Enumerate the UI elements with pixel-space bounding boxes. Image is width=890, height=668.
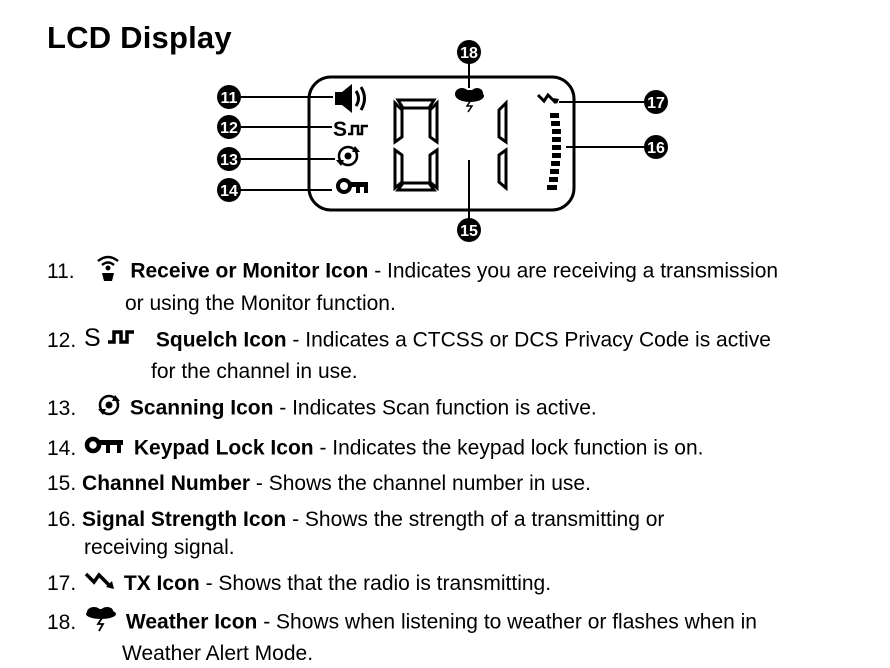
item-name: Keypad Lock Icon	[133, 436, 314, 460]
item-description: - Shows the channel number in use.	[250, 472, 591, 495]
list-item: 11. Receive or Monitor Icon - Indicates …	[47, 254, 867, 318]
tx-icon	[84, 570, 116, 598]
callout-17	[644, 90, 668, 114]
item-description: - Shows when listening to weather or fla…	[257, 611, 757, 634]
list-item: 13. Scanning Icon - Indicates Scan funct…	[47, 392, 867, 426]
channel-digit-1	[497, 99, 508, 192]
list-item: 14. Keypad Lock Icon - Indicates the key…	[47, 434, 867, 464]
callout-11-label: 11	[221, 90, 238, 107]
receive-monitor-icon	[94, 254, 122, 290]
lcd-diagram: S	[217, 40, 668, 242]
item-description-continued: or using the Monitor function.	[125, 292, 396, 315]
item-name: TX Icon	[123, 572, 200, 595]
weather-icon	[84, 606, 118, 640]
callout-18-label: 18	[460, 45, 478, 62]
item-number: 12.	[47, 328, 77, 352]
item-name: Weather Icon	[125, 611, 258, 634]
list-item: 18. Weather Icon - Shows when listening …	[47, 606, 867, 668]
item-number: 13.	[47, 396, 77, 420]
item-name: Signal Strength Icon	[82, 508, 287, 531]
callout-17-label: 17	[647, 95, 665, 112]
item-description-continued: Weather Alert Mode.	[122, 642, 314, 666]
squelch-icon: S	[333, 118, 368, 141]
item-name: Channel Number	[82, 472, 251, 495]
callout-14-label: 14	[220, 183, 238, 200]
item-number: 17.	[47, 572, 77, 595]
tx-icon	[536, 92, 559, 105]
item-description-continued: for the channel in use.	[151, 360, 358, 383]
callout-12-label: 12	[220, 120, 238, 137]
callout-15	[457, 218, 481, 242]
item-number: 14.	[47, 436, 77, 460]
list-item: 17. TX Icon - Shows that the radio is tr…	[47, 570, 867, 598]
scanning-icon	[96, 392, 122, 426]
item-number: 18.	[47, 611, 77, 634]
item-description-continued: receiving signal.	[84, 536, 235, 559]
callout-12	[217, 115, 241, 139]
item-description: - Indicates a CTCSS or DCS Privacy Code …	[286, 328, 771, 352]
callout-16-label: 16	[647, 140, 665, 157]
list-item: 16. Signal Strength Icon - Shows the str…	[47, 506, 867, 562]
item-description: - Shows that the radio is transmitting.	[199, 572, 552, 595]
list-item: 15. Channel Number - Shows the channel n…	[47, 470, 867, 498]
item-number: 16.	[47, 508, 77, 531]
item-name: Receive or Monitor Icon	[130, 259, 369, 283]
callout-13	[217, 147, 241, 171]
callout-markers: 11 12 13 14 15 16 17 18	[217, 40, 668, 242]
signal-strength-bars	[547, 113, 561, 190]
keypad-lock-icon	[84, 434, 126, 464]
callout-15-label: 15	[460, 223, 478, 240]
item-number: 15.	[47, 472, 77, 495]
callout-14	[217, 178, 241, 202]
page-title: LCD Display	[47, 20, 232, 55]
item-name: Scanning Icon	[129, 396, 274, 420]
item-description: - Shows the strength of a transmitting o…	[286, 508, 665, 531]
speaker-icon	[335, 84, 366, 113]
callout-11	[217, 85, 241, 109]
svg-text:S: S	[84, 324, 101, 350]
callout-18	[457, 40, 481, 64]
item-description: - Indicates you are receiving a transmis…	[368, 259, 779, 283]
squelch-icon: S	[84, 324, 148, 358]
channel-digit-0	[393, 98, 439, 192]
callout-13-label: 13	[220, 152, 238, 169]
icon-legend-list: 11. Receive or Monitor Icon - Indicates …	[47, 254, 867, 668]
lcd-outline	[307, 75, 576, 212]
list-item: 12. S Squelch Icon - Indicates a CTCSS o…	[47, 324, 867, 386]
item-description: - Indicates the keypad lock function is …	[313, 436, 704, 460]
scanning-icon	[336, 145, 360, 167]
item-name: Squelch Icon	[155, 328, 287, 352]
callout-16	[644, 135, 668, 159]
key-icon	[336, 178, 368, 194]
svg-text:S: S	[333, 118, 347, 141]
item-description: - Indicates Scan function is active.	[273, 396, 597, 420]
item-number: 11.	[47, 259, 75, 283]
weather-cloud-icon	[455, 88, 484, 113]
